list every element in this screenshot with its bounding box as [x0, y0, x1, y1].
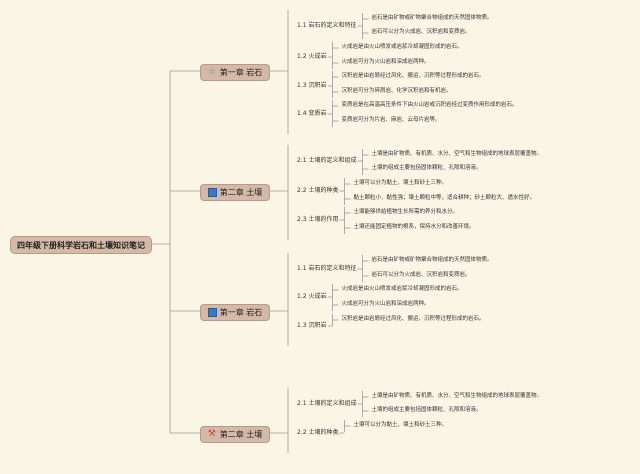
leaf-text: 土壤是由矿物质、有机质、水分、空气和生物组成的地球表层覆盖物。 [371, 151, 542, 157]
tools-icon: ⚒ [207, 428, 216, 439]
leaf-text: 土壤的组成主要包括固体颗粒、孔隙和溶液。 [371, 407, 482, 413]
root-topic[interactable]: 四年级下册科学岩石和土壤知识笔记 [10, 236, 152, 254]
section-label[interactable]: 1.1 岩石的定义和特征 [297, 22, 357, 29]
section-label[interactable]: 2.2 土壤的种类 [297, 429, 339, 436]
chapter-node[interactable]: 第一章 岩石 [200, 303, 270, 321]
leaf-text: 沉积岩可分为碎屑岩、化学沉积岩和有机岩。 [341, 88, 452, 94]
leaf-text: 土壤的组成主要包括固体颗粒、孔隙和溶液。 [371, 165, 482, 171]
chapter-node[interactable]: 第二章 土壤 [200, 183, 270, 201]
leaf-text: 岩石可以分为火成岩、沉积岩和变质岩。 [371, 29, 471, 35]
leaf-text: 岩石是由矿物或矿物聚合物组成的天然固体物质。 [371, 257, 493, 263]
leaf-text: 火成岩可分为火山岩和深成岩两种。 [341, 301, 430, 307]
section-label[interactable]: 2.1 土壤的定义和组成 [297, 400, 357, 407]
leaf-text: 沉积岩是由岩屑经过风化、搬运、沉积等过程形成的岩石。 [341, 73, 485, 79]
chapter-label: 第一章 岩石 [219, 307, 263, 317]
leaf-text: 土壤可以分为黏土、壤土和砂土三种。 [353, 422, 447, 428]
chapter-label: 第二章 土壤 [219, 429, 263, 439]
section-label[interactable]: 1.4 变质岩 [297, 110, 327, 117]
leaf-text: 沉积岩是由岩屑经过风化、搬运、沉积等过程形成的岩石。 [341, 316, 485, 322]
section-label[interactable]: 2.1 土壤的定义和组成 [297, 157, 357, 164]
leaf-text: 黏土颗粒小、黏性强；壤土颗粒中等，适合耕种；砂土颗粒大、透水性好。 [353, 195, 535, 201]
book-icon [207, 187, 217, 197]
leaf-text: 岩石可以分为火成岩、沉积岩和变质岩。 [371, 272, 471, 278]
section-label[interactable]: 1.3 沉积岩 [297, 322, 327, 329]
leaf-text: 土壤还能固定植物的根系，保持水分和改善环境。 [353, 224, 475, 230]
leaf-text: 火成岩可分为火山岩和深成岩两种。 [341, 59, 430, 65]
leaf-text: 变质岩可分为片岩、麻岩、云母片岩等。 [341, 117, 441, 123]
section-label[interactable]: 2.3 土壤的作用 [297, 216, 339, 223]
chapter-node[interactable]: ⚒第二章 土壤 [200, 425, 270, 443]
section-label[interactable]: 1.3 沉积岩 [297, 82, 327, 89]
star-icon: ☆ [207, 66, 216, 77]
chapter-node[interactable]: ☆第一章 岩石 [200, 63, 270, 81]
book-icon [207, 307, 217, 317]
leaf-text: 火成岩是由火山喷发或岩浆冷却凝固形成的岩石。 [341, 44, 463, 50]
leaf-text: 火成岩是由火山喷发或岩浆冷却凝固形成的岩石。 [341, 286, 463, 292]
chapter-label: 第一章 岩石 [219, 67, 263, 77]
leaf-text: 土壤可以分为黏土、壤土和砂土三种。 [353, 180, 447, 186]
leaf-text: 岩石是由矿物或矿物聚合物组成的天然固体物质。 [371, 15, 493, 21]
section-label[interactable]: 1.2 火成岩 [297, 53, 327, 60]
section-label[interactable]: 1.2 火成岩 [297, 293, 327, 300]
section-label[interactable]: 1.1 岩石的定义和特征 [297, 265, 357, 272]
leaf-text: 土壤能够供给植物生长所需的养分和水分。 [353, 209, 458, 215]
section-label[interactable]: 2.2 土壤的种类 [297, 187, 339, 194]
leaf-text: 变质岩是在高温高压条件下由火山岩或沉积岩经过变质作用形成的岩石。 [341, 102, 518, 108]
leaf-text: 土壤是由矿物质、有机质、水分、空气和生物组成的地球表层覆盖物。 [371, 393, 542, 399]
chapter-label: 第二章 土壤 [219, 187, 263, 197]
